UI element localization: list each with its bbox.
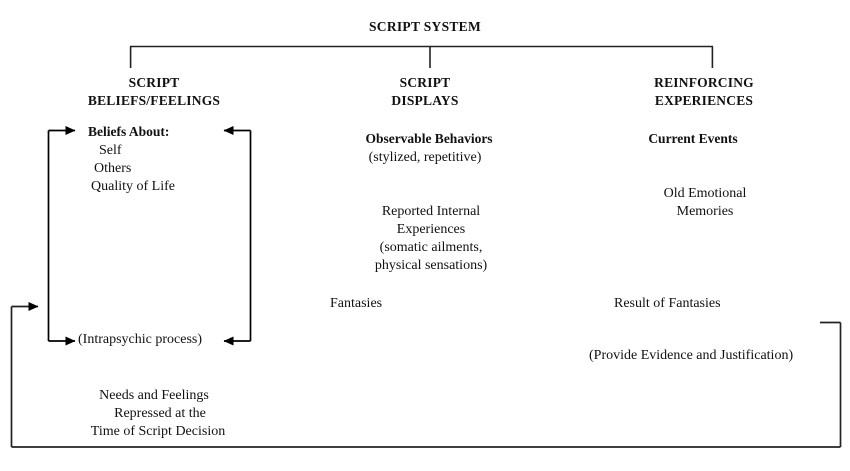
beliefs-item-others: Others xyxy=(94,161,132,176)
reported-internal-line4: physical sensations) xyxy=(374,258,488,273)
current-events-subtitle: Current Events xyxy=(648,131,738,146)
column-header-script-beliefs-line1: SCRIPT xyxy=(128,75,180,90)
column-header-script-beliefs-line2: BELIEFS/FEELINGS xyxy=(87,93,221,108)
beliefs-item-quality-of-life: Quality of Life xyxy=(91,179,175,194)
old-emotional-line2: Memories xyxy=(676,204,734,219)
reported-internal-line3: (somatic ailments, xyxy=(379,240,483,255)
system-bracket xyxy=(129,45,714,68)
observable-behaviors-note: (stylized, repetitive) xyxy=(368,150,482,165)
result-of-fantasies-label: Result of Fantasies xyxy=(614,296,721,311)
observable-behaviors-subtitle: Observable Behaviors xyxy=(365,131,493,146)
needs-feelings-line1: Needs and Feelings xyxy=(99,388,209,403)
column-header-reinforcing-line1: REINFORCING xyxy=(654,75,754,90)
intrapsychic-process-label: (Intrapsychic process) xyxy=(78,332,203,347)
beliefs-about-subtitle: Beliefs About: xyxy=(88,124,170,139)
provide-evidence-label: (Provide Evidence and Justification) xyxy=(589,348,794,363)
beliefs-loop xyxy=(47,126,252,346)
column-header-script-displays-line1: SCRIPT xyxy=(399,75,451,90)
old-emotional-line1: Old Emotional xyxy=(663,186,747,201)
column-header-reinforcing-line2: EXPERIENCES xyxy=(654,93,754,108)
reported-internal-line2: Experiences xyxy=(396,222,466,237)
beliefs-item-self: Self xyxy=(99,143,122,158)
reported-internal-line1: Reported Internal xyxy=(381,204,481,219)
needs-feelings-line3: Time of Script Decision xyxy=(90,424,226,439)
needs-feelings-line2: Repressed at the xyxy=(114,406,206,421)
fantasies-label: Fantasies xyxy=(330,296,383,311)
page-title: SCRIPT SYSTEM xyxy=(368,19,482,34)
column-header-script-displays-line2: DISPLAYS xyxy=(391,93,459,108)
